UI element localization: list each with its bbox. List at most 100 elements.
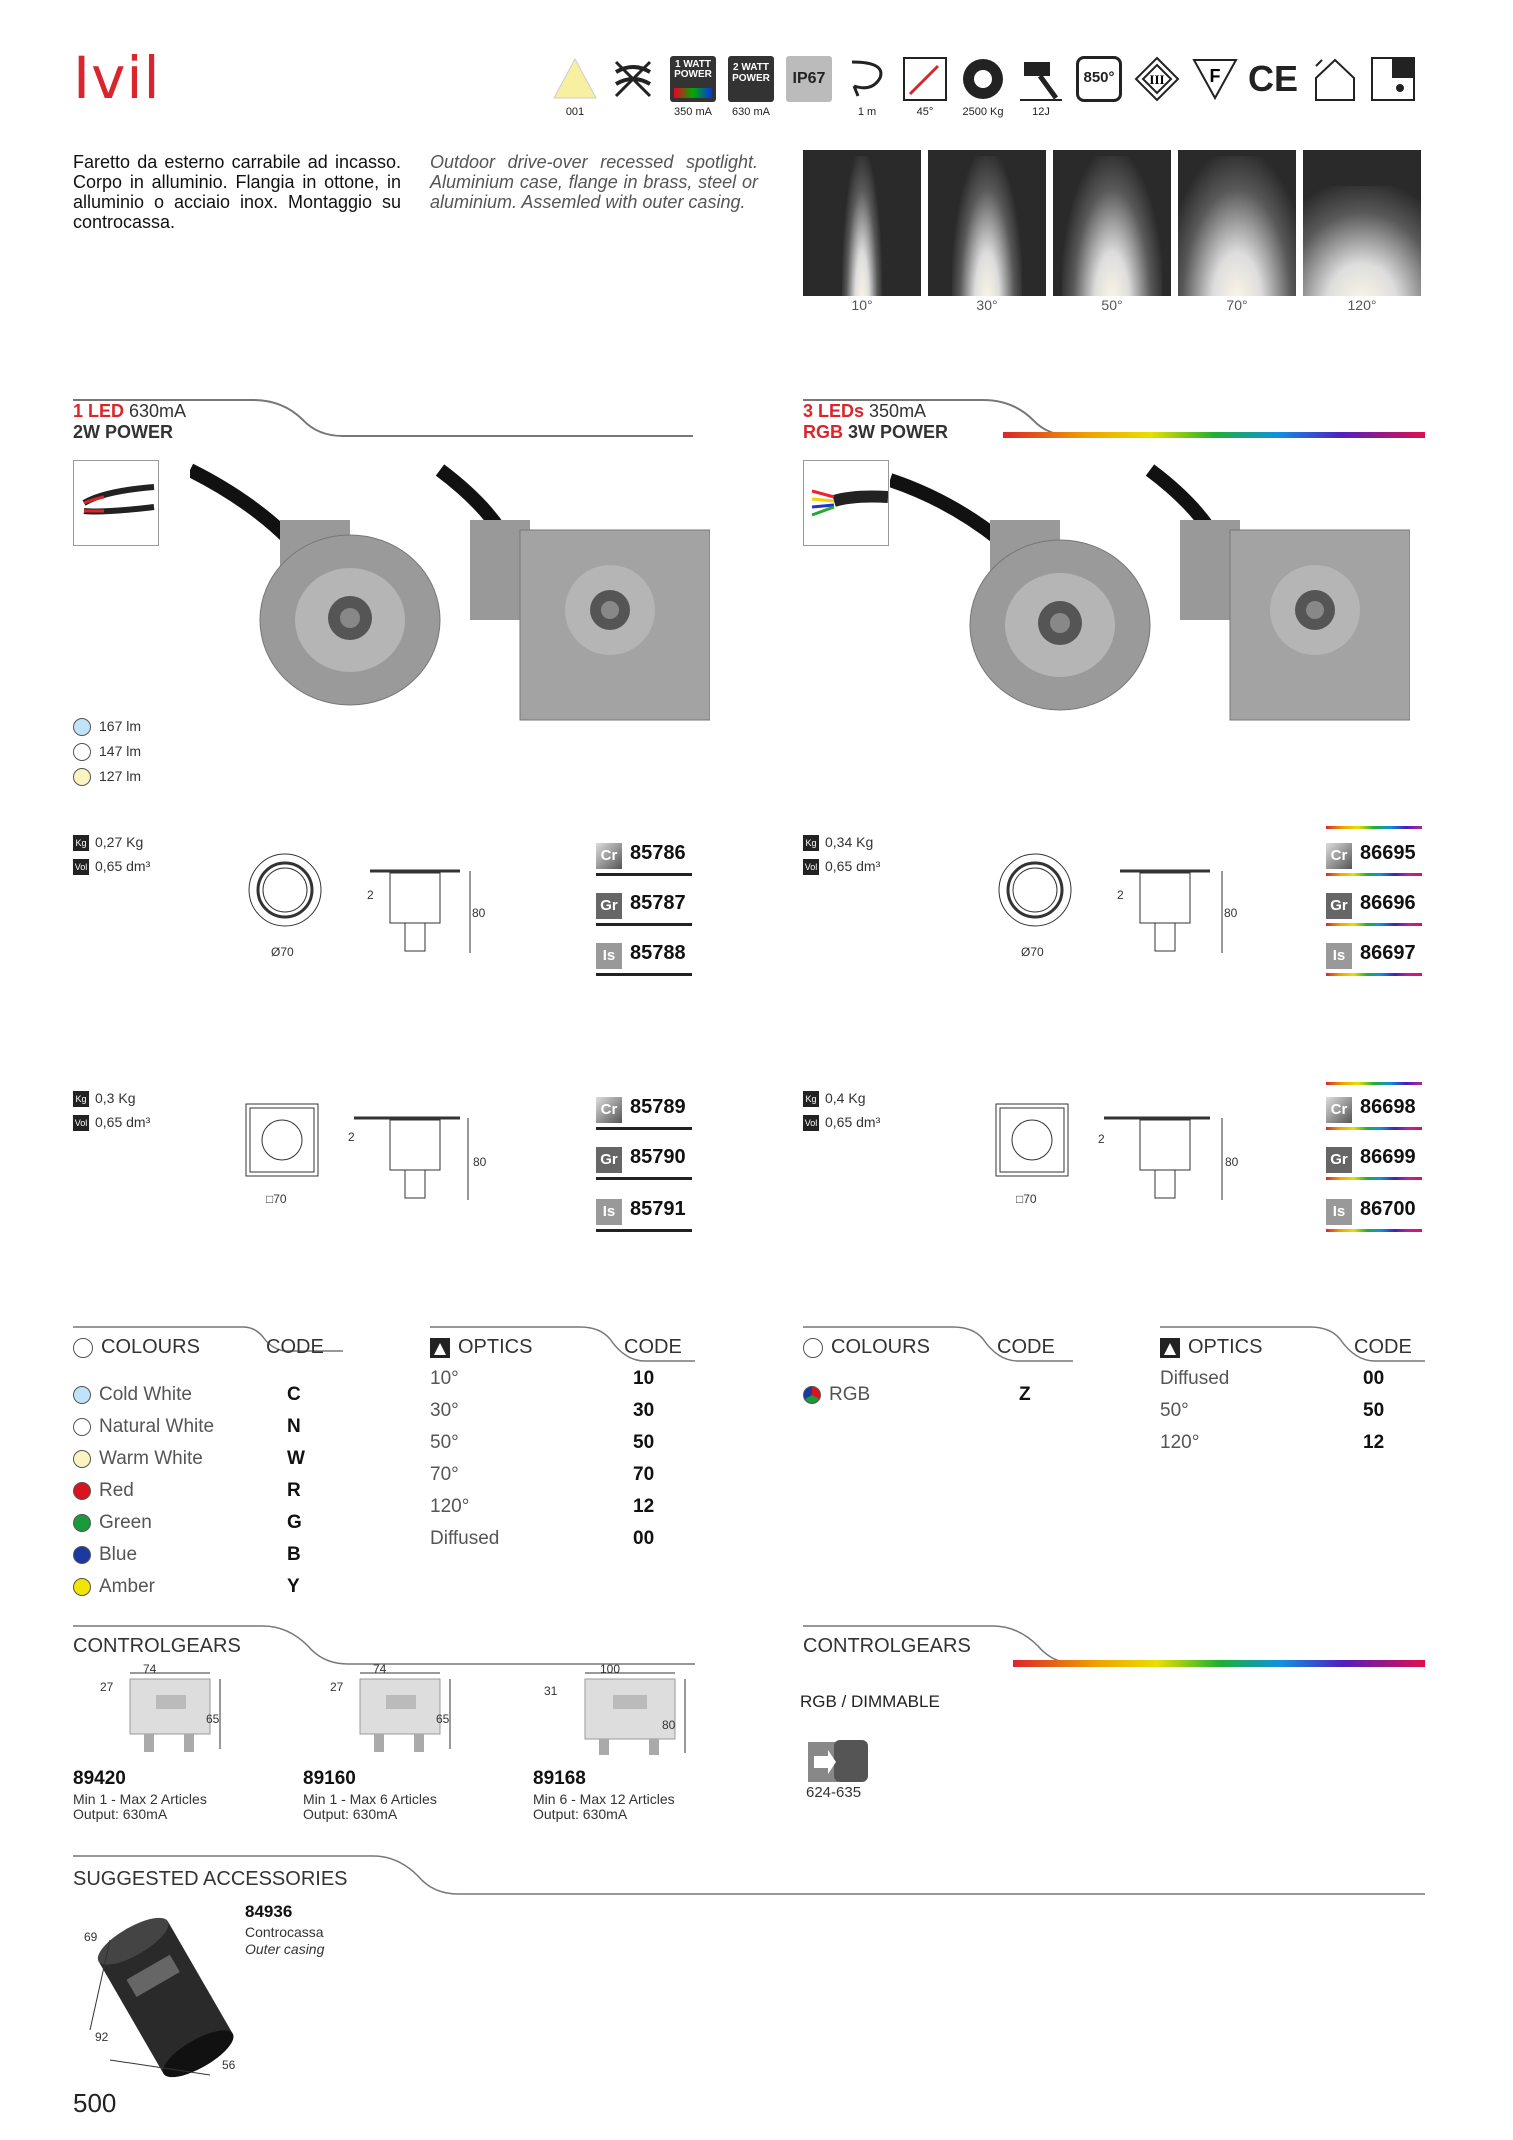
- colour-dot-icon: [73, 1449, 91, 1468]
- optics-left-code-header: CODE: [624, 1336, 682, 1358]
- dim-width: □70: [266, 1192, 287, 1206]
- square-side-drawing: [1104, 1116, 1223, 1200]
- 2-watt-power-icon: 2 WATT POWER: [728, 56, 774, 102]
- accessories-header: SUGGESTED ACCESSORIES: [73, 1868, 348, 1890]
- round-side-drawing: [370, 869, 471, 953]
- volume-icon: Vol: [73, 859, 89, 876]
- row-label: Amber: [99, 1576, 155, 1597]
- row-label: Natural White: [99, 1416, 215, 1437]
- feature-icons: 001 1 WATT POWER 350 mA 2 WATT POWER 630…: [548, 56, 1420, 126]
- rgb-top-line: [1326, 826, 1422, 829]
- colour-dot-icon: [73, 1545, 91, 1564]
- round-top-drawing: [998, 853, 1072, 927]
- round-top-drawing: [248, 853, 322, 927]
- square-side-drawing: [354, 1116, 469, 1200]
- dim-height: 80: [472, 906, 486, 920]
- accessory-name-it: Controcassa: [245, 1924, 324, 1940]
- beam-photo-50: [1053, 150, 1171, 296]
- table-row: Diffused: [430, 1528, 499, 1550]
- optics-right-code-header: CODE: [1354, 1336, 1412, 1358]
- beam-label: 70°: [1226, 297, 1248, 313]
- beam-label: 30°: [976, 297, 998, 313]
- square-top-drawing: [245, 1103, 319, 1177]
- outdoor-house-icon: [1312, 56, 1358, 102]
- row-code: N: [287, 1416, 301, 1437]
- dim-flange: 2: [1117, 888, 1124, 902]
- optics-left-rule: [430, 1326, 695, 1362]
- colour-dot-icon: [73, 1513, 91, 1532]
- colours-left-code-header: CODE: [266, 1336, 324, 1358]
- ip67-icon: IP67: [786, 56, 832, 102]
- icon-label: 12J: [1032, 106, 1050, 118]
- icon-label: 1 m: [857, 106, 877, 118]
- description-english: Outdoor drive-over recessed spotlight. A…: [430, 152, 758, 212]
- rgb-dimmable-label: RGB / DIMMABLE: [800, 1692, 940, 1711]
- colours-right-header: COLOURS: [803, 1336, 930, 1359]
- table-row: Blue: [73, 1544, 137, 1566]
- optics-left-header: OPTICS: [430, 1336, 532, 1359]
- row-label: Blue: [99, 1544, 138, 1565]
- dim-width: 100: [600, 1662, 621, 1676]
- dim-diameter: Ø70: [271, 945, 294, 959]
- dim-height: 80: [1224, 906, 1238, 920]
- icon-label: 350 mA: [674, 106, 712, 118]
- lumen-natural: 147 lm: [73, 743, 141, 762]
- dim-height: 80: [662, 1718, 676, 1732]
- controlgear-code: 89168: [533, 1768, 586, 1789]
- row-label: 120°: [430, 1496, 470, 1517]
- dim-depth: 31: [544, 1684, 558, 1698]
- right-section-heading: 3 LEDs 350mA RGB 3W POWER: [803, 401, 949, 442]
- impact-hammer-icon: [1018, 56, 1064, 102]
- table-row: Red: [73, 1480, 134, 1502]
- row-code: 12: [633, 1496, 655, 1517]
- colours-right-code-header: CODE: [997, 1336, 1055, 1358]
- controlgears-right-header: CONTROLGEARS: [803, 1635, 971, 1657]
- row-code: 12: [1363, 1432, 1385, 1453]
- optics-icon: [430, 1337, 450, 1358]
- lumen-cold: 167 lm: [73, 718, 141, 737]
- icon-label: 630 mA: [732, 106, 770, 118]
- warning-triangle-icon: [552, 56, 598, 102]
- controlgear-code: 89160: [303, 1768, 356, 1789]
- dim-height: 80: [473, 1155, 487, 1169]
- accessory-name-en: Outer casing: [245, 1941, 325, 1957]
- row-code: 70: [633, 1464, 655, 1485]
- row-label: 70°: [430, 1464, 459, 1485]
- cable-thumbnail: [73, 460, 159, 546]
- accessory-code: 84936: [245, 1902, 293, 1921]
- row-code: G: [287, 1512, 302, 1533]
- controlgears-right-rule: [803, 1625, 1425, 1667]
- dim-flange: 2: [1098, 1132, 1105, 1146]
- dim-width: 74: [143, 1662, 157, 1676]
- colour-dot-icon: [73, 1577, 91, 1596]
- controlgear-code: 89420: [73, 1768, 126, 1789]
- ce-mark-icon: CE: [1248, 58, 1299, 99]
- page-title: Ivil: [73, 44, 161, 112]
- round-side-drawing: [1120, 869, 1223, 953]
- colours-right-code: Z: [1019, 1384, 1031, 1405]
- table-row: 120°: [1160, 1432, 1199, 1454]
- dim-diameter: 92: [95, 2030, 109, 2044]
- colour-dot-icon: [73, 1417, 91, 1436]
- reference-page-label: 624-635: [806, 1784, 862, 1801]
- left-section-heading: 1 LED 630mA 2W POWER: [73, 401, 187, 442]
- colour-dot-icon: [73, 1481, 91, 1500]
- table-row: 10°: [430, 1368, 459, 1390]
- row-code: C: [287, 1384, 301, 1405]
- beam-label: 120°: [1347, 297, 1377, 313]
- cable-length-icon: [844, 56, 890, 102]
- controlgear-image-1: [100, 1665, 240, 1765]
- dim-height: 80: [1225, 1155, 1239, 1169]
- row-code: 00: [1363, 1368, 1385, 1389]
